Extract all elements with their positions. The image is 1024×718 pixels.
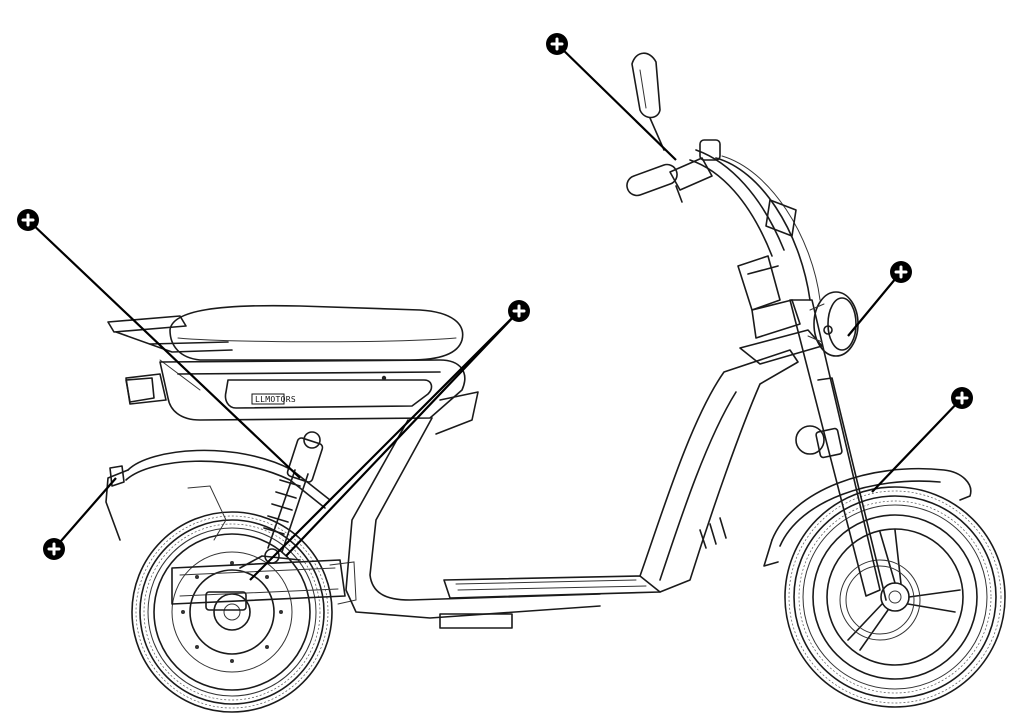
swingarm bbox=[171, 555, 357, 611]
front-wheel bbox=[784, 486, 1006, 708]
front-fork bbox=[789, 299, 887, 601]
hotspot-motor-swingarm[interactable] bbox=[508, 300, 530, 322]
hotspot-headlight[interactable] bbox=[890, 261, 912, 283]
rear-fender bbox=[105, 449, 331, 541]
rear-light bbox=[125, 377, 155, 403]
body-frame: LLMOTORS bbox=[159, 359, 601, 619]
steering-column bbox=[737, 255, 801, 339]
hotspot-front-fork[interactable] bbox=[951, 387, 973, 409]
seat bbox=[169, 304, 464, 361]
hotspot-seat-frame[interactable] bbox=[17, 209, 39, 231]
brand-decal: LLMOTORS bbox=[255, 395, 296, 404]
callout-lines bbox=[27, 43, 963, 581]
floorboard bbox=[439, 575, 661, 629]
headlight bbox=[807, 291, 859, 357]
handlebar bbox=[626, 139, 821, 301]
hotspot-mirror-handlebar[interactable] bbox=[546, 33, 568, 55]
rear-wheel bbox=[131, 511, 333, 713]
front-fender bbox=[763, 467, 972, 567]
mirror bbox=[631, 52, 665, 151]
hotspot-rear-fender[interactable] bbox=[43, 538, 65, 560]
rear-shock bbox=[263, 431, 324, 564]
front-body bbox=[639, 329, 823, 593]
